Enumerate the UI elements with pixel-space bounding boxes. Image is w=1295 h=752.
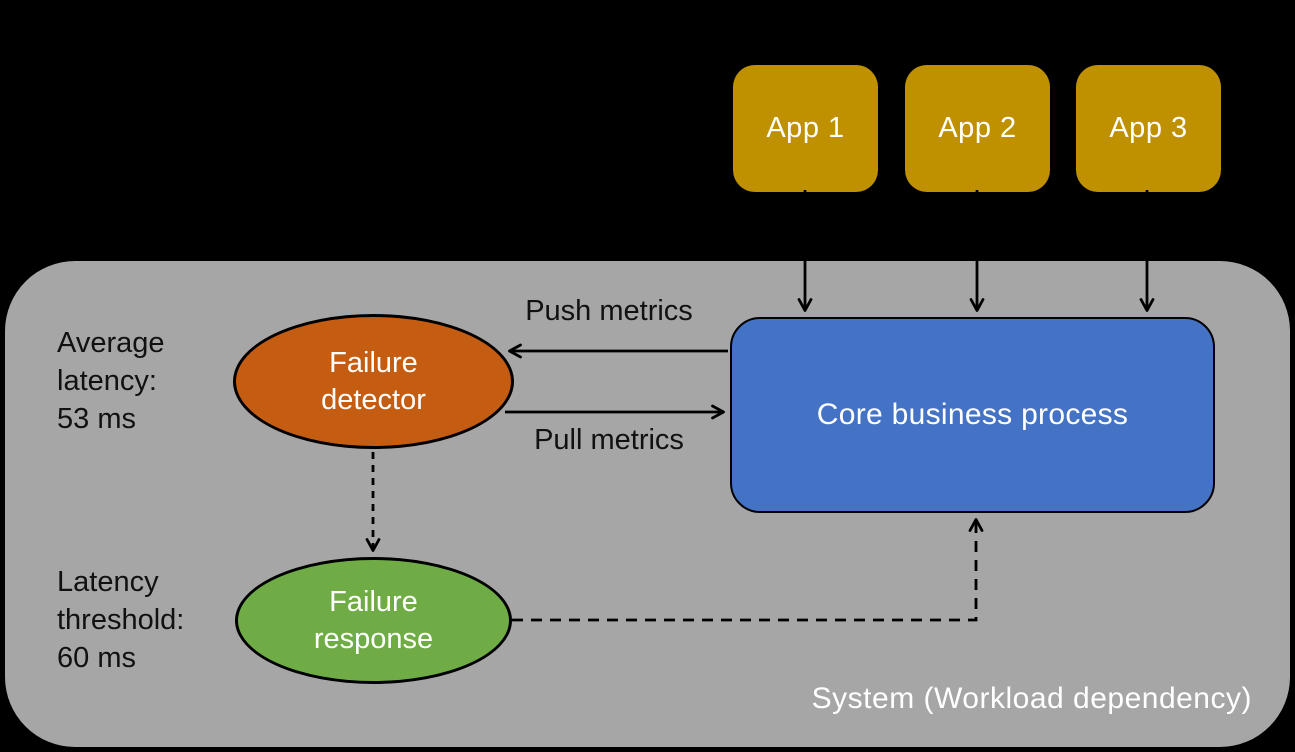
pull-metrics-label: Pull metrics	[534, 424, 684, 456]
failure-detector-node: Failure detector	[233, 314, 514, 449]
core-business-process-label: Core business process	[816, 398, 1129, 431]
app-3-label: App 3	[1109, 112, 1188, 144]
failure-detector-label: Failure detector	[321, 346, 426, 416]
failure-response-label: Failure response	[313, 585, 434, 655]
system-label: System (Workload dependency)	[811, 682, 1252, 715]
app-box-3: App 3	[1076, 65, 1221, 192]
core-business-process-node: Core business process	[730, 317, 1215, 513]
app-box-1: App 1	[733, 65, 878, 192]
app-2-label: App 2	[938, 112, 1017, 144]
app-1-label: App 1	[766, 112, 845, 144]
average-latency-label: Average latency: 53 ms	[57, 327, 165, 435]
app-box-2: App 2	[905, 65, 1050, 192]
push-metrics-label: Push metrics	[525, 295, 693, 327]
failure-response-node: Failure response	[235, 557, 512, 684]
latency-threshold-label: Latency threshold: 60 ms	[57, 566, 185, 674]
